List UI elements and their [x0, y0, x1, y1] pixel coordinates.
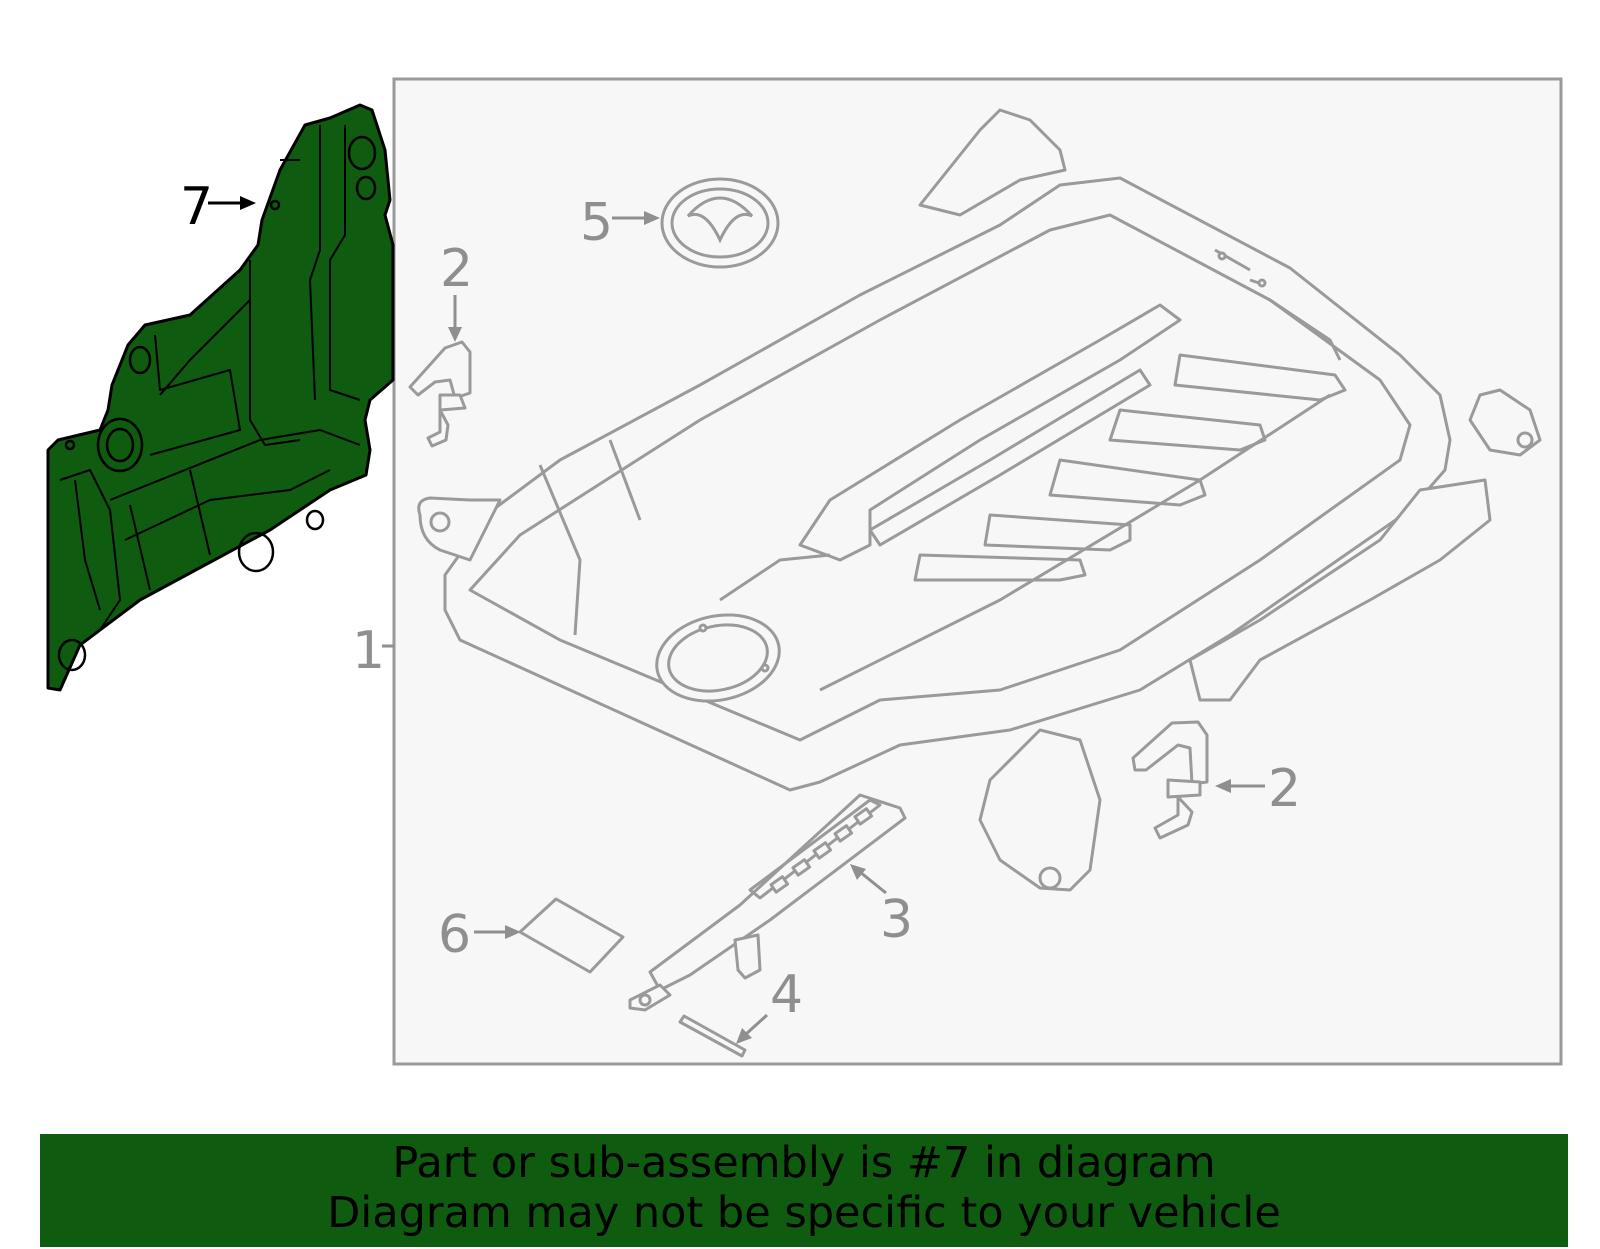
callout-1[interactable]: 1	[352, 621, 385, 681]
callout-4[interactable]: 4	[770, 965, 803, 1025]
leader-lines	[208, 196, 1265, 1044]
arrow-7	[240, 196, 256, 210]
part-2-clip-right[interactable]	[1131, 720, 1209, 840]
info-banner: Part or sub-assembly is #7 in diagram Di…	[40, 1134, 1568, 1247]
arrow-5	[644, 211, 660, 225]
part-6-label[interactable]	[518, 897, 625, 974]
arrow-2-right	[1215, 779, 1231, 793]
callout-2-right[interactable]: 2	[1268, 759, 1301, 819]
callout-3[interactable]: 3	[880, 890, 913, 950]
arrow-2-left	[448, 327, 462, 342]
callout-5[interactable]: 5	[580, 193, 613, 253]
part-5-emblem[interactable]	[660, 177, 780, 269]
callout-6[interactable]: 6	[438, 905, 471, 965]
part-2-clip-left[interactable]	[408, 340, 472, 448]
part-7-insulator[interactable]	[46, 103, 395, 692]
leader-3	[859, 870, 887, 895]
arrow-4	[736, 1028, 752, 1044]
banner-line-1: Part or sub-assembly is #7 in diagram	[392, 1138, 1216, 1188]
callout-2-left[interactable]: 2	[440, 239, 473, 299]
arrow-6	[505, 925, 521, 939]
part-4-pin[interactable]	[678, 1014, 747, 1058]
banner-line-2: Diagram may not be specific to your vehi…	[327, 1188, 1281, 1238]
part-3-bracket[interactable]	[628, 793, 907, 1012]
arrow-3	[850, 864, 866, 880]
part-1-engine-cover[interactable]	[417, 108, 1542, 892]
leader-4	[743, 1013, 769, 1037]
callout-7[interactable]: 7	[180, 177, 213, 237]
